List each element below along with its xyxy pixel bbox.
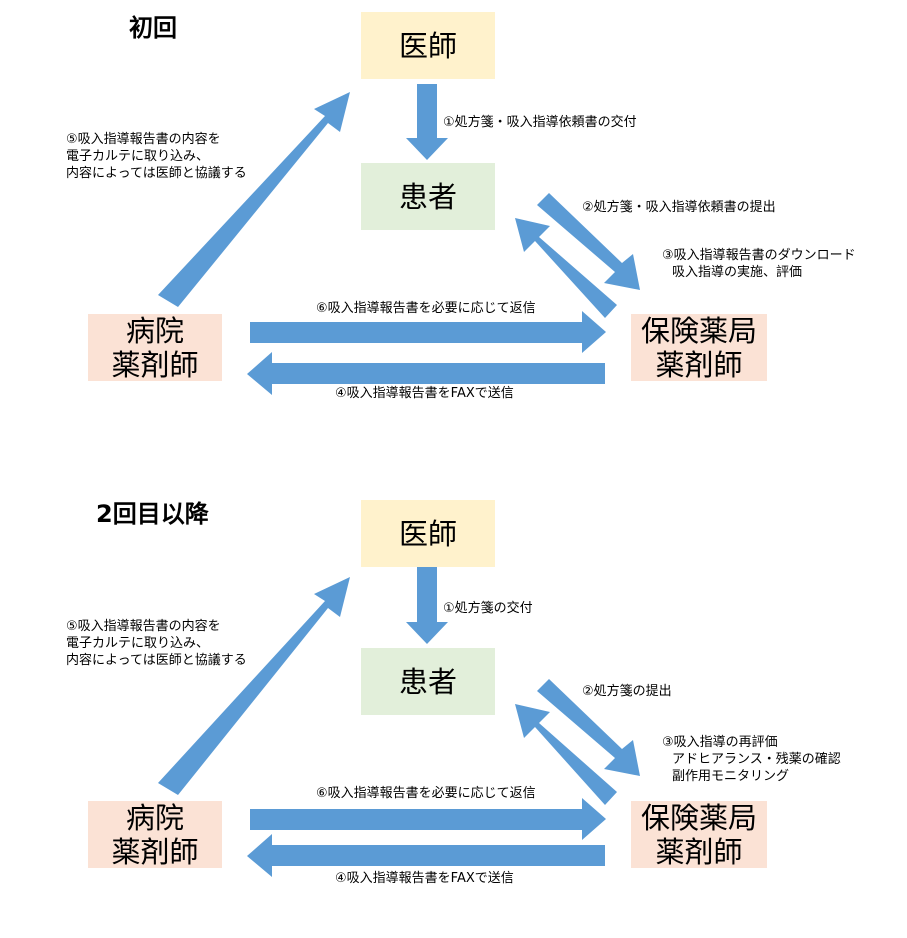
arrow-patient-to-pharmacy xyxy=(537,679,640,776)
arrow-hospital-to-doctor xyxy=(158,577,350,795)
arrow-hospital-to-pharmacy xyxy=(250,311,606,353)
arrow-patient-to-pharmacy xyxy=(537,193,640,290)
step6-label: ⑥吸入指導報告書を必要に応じて返信 xyxy=(316,301,536,316)
patient-box: 患者 xyxy=(361,648,495,715)
step2-label: ②処方箋・吸入指導依頼書の提出 xyxy=(582,200,776,215)
section-title: 初回 xyxy=(129,14,177,42)
step1-label: ①処方箋・吸入指導依頼書の交付 xyxy=(443,115,637,130)
step3-label: ③吸入指導の再評価 アドヒアランス・残薬の確認 副作用モニタリング xyxy=(662,735,841,784)
section-initial: 初回 医師 患者 病院 薬剤師 保険薬局 薬剤師 ①処方箋・吸入指導依頼書の交付… xyxy=(0,0,907,450)
arrow-pharmacy-to-hospital xyxy=(247,834,605,877)
arrow-hospital-to-doctor xyxy=(158,92,350,307)
step1-label: ①処方箋の交付 xyxy=(443,601,533,616)
patient-box: 患者 xyxy=(361,163,495,230)
arrow-pharmacy-to-hospital xyxy=(247,352,605,395)
insurance-pharmacy-pharmacist-box: 保険薬局 薬剤師 xyxy=(631,314,767,382)
arrow-doctor-to-patient xyxy=(406,567,448,644)
arrow-pharmacy-to-patient xyxy=(515,704,617,805)
arrow-doctor-to-patient xyxy=(406,84,448,160)
section-title: 2回目以降 xyxy=(96,500,209,528)
doctor-box: 医師 xyxy=(361,12,495,79)
step2-label: ②処方箋の提出 xyxy=(582,684,672,699)
arrow-pharmacy-to-patient xyxy=(515,218,617,318)
step5-label: ⑤吸入指導報告書の内容を 電子カルテに取り込み、 内容によっては医師と協議する xyxy=(66,619,247,668)
step6-label: ⑥吸入指導報告書を必要に応じて返信 xyxy=(316,786,536,801)
section-subsequent: 2回目以降 医師 患者 病院 薬剤師 保険薬局 薬剤師 ①処方箋の交付 ②処方箋… xyxy=(0,488,907,938)
hospital-pharmacist-box: 病院 薬剤師 xyxy=(88,314,222,382)
step5-label: ⑤吸入指導報告書の内容を 電子カルテに取り込み、 内容によっては医師と協議する xyxy=(66,132,247,181)
step3-label: ③吸入指導報告書のダウンロード 吸入指導の実施、評価 xyxy=(662,248,856,280)
arrow-layer xyxy=(158,84,640,395)
arrow-hospital-to-pharmacy xyxy=(250,798,606,840)
step4-label: ④吸入指導報告書をFAXで送信 xyxy=(335,871,514,886)
step4-label: ④吸入指導報告書をFAXで送信 xyxy=(335,386,514,401)
arrow-layer xyxy=(158,567,640,877)
insurance-pharmacy-pharmacist-box: 保険薬局 薬剤師 xyxy=(631,801,767,869)
doctor-box: 医師 xyxy=(361,500,495,567)
hospital-pharmacist-box: 病院 薬剤師 xyxy=(88,801,222,869)
